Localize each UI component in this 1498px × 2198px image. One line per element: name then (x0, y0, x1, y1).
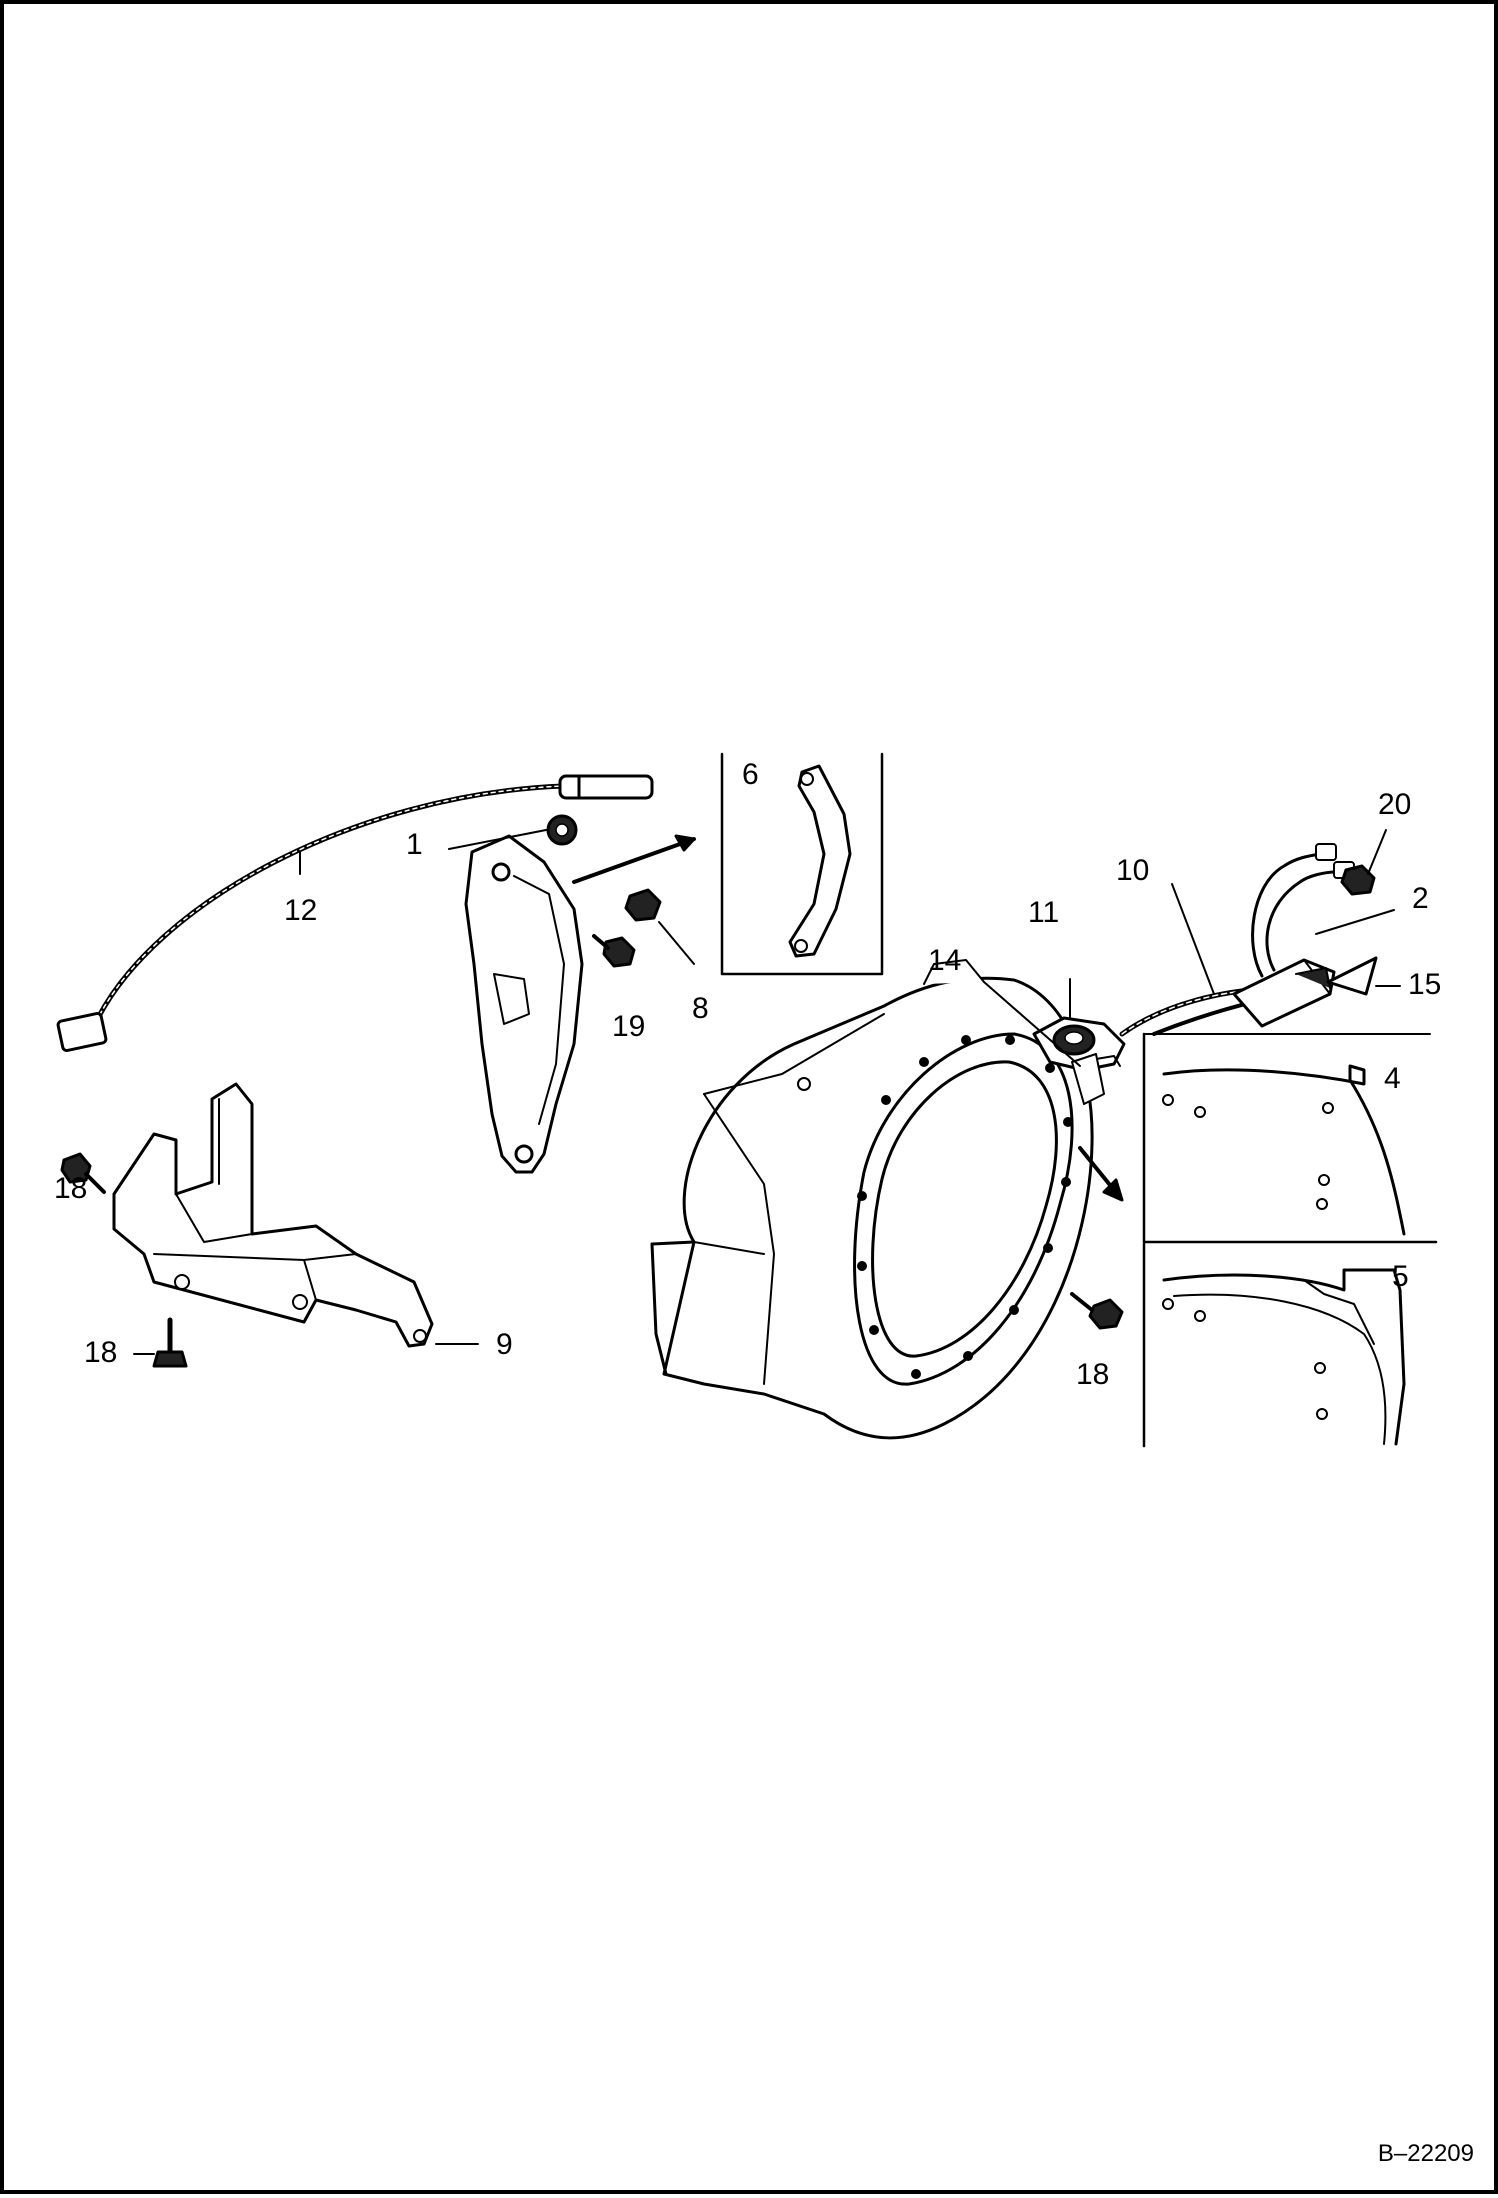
strap-detail-box-6 (720, 752, 884, 976)
callout-1: 1 (406, 828, 423, 861)
sensor-bracket-1 (448, 814, 696, 1174)
bolt-20 (1340, 829, 1387, 896)
callout-20: 20 (1378, 788, 1412, 821)
sensor-11 (1032, 978, 1126, 1072)
flywheel-housing (650, 959, 1124, 1440)
callout-9: 9 (496, 1328, 513, 1361)
callout-11: 11 (1028, 896, 1060, 929)
callout-8: 8 (692, 992, 709, 1025)
lower-bracket-9 (112, 1082, 479, 1348)
bolt-19 (592, 934, 636, 968)
plate-15 (1326, 956, 1401, 996)
fastener-8 (624, 888, 695, 965)
callout-14: 14 (928, 944, 962, 977)
callout-4: 4 (1384, 1062, 1401, 1095)
bolt-18-left-lower (133, 1317, 188, 1368)
callout-18-left-lower: 18 (84, 1336, 118, 1369)
bolt-18-right (1070, 1292, 1124, 1330)
sensor-cable-12 (56, 774, 654, 1053)
callout-10: 10 (1116, 854, 1150, 887)
callout-18-left-upper: 18 (54, 1172, 88, 1205)
callout-19: 19 (612, 1010, 646, 1043)
detail-panel-5 (1142, 1242, 1406, 1448)
drawing-code: B–22209 (1377, 2140, 1474, 2167)
detail-panel-4 (1142, 1032, 1438, 1244)
module-2 (1232, 843, 1395, 1028)
callout-6: 6 (742, 758, 759, 791)
callout-2: 2 (1412, 882, 1429, 915)
callout-18-right: 18 (1076, 1358, 1110, 1391)
gasket-14 (983, 981, 1105, 1105)
bolt-18-left-upper (60, 1152, 106, 1194)
callout-5: 5 (1392, 1260, 1409, 1293)
callout-12: 12 (284, 894, 318, 927)
exploded-parts-drawing (56, 752, 1438, 1448)
callout-15: 15 (1408, 968, 1442, 1001)
